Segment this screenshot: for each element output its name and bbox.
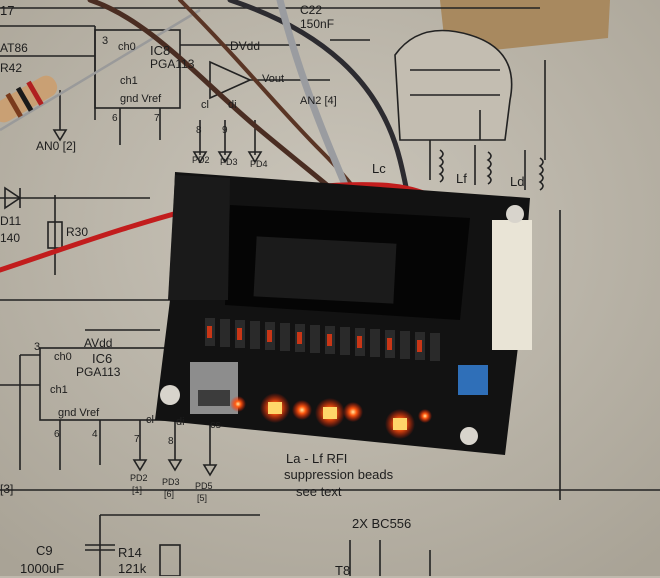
port-bot-sub-3: [5] xyxy=(197,493,208,503)
ic8-dvdd: DVdd xyxy=(230,39,261,53)
coil-lc: Lc xyxy=(372,161,386,176)
status-leds xyxy=(230,393,432,439)
white-connector xyxy=(492,220,532,350)
coil-ld: Ld xyxy=(510,174,525,189)
d11-label: D11 xyxy=(0,214,22,228)
bracket-3: [3] xyxy=(0,482,14,496)
note-line3: see text xyxy=(296,484,342,499)
note-line1: La - Lf RFI xyxy=(286,451,348,466)
ic6-cs: cs xyxy=(210,419,221,431)
transistor-label: 2X BC556 xyxy=(352,516,412,531)
ic8-pin3: 3 xyxy=(102,35,109,47)
blue-trimmer xyxy=(458,365,488,395)
ref-17: 17 xyxy=(0,3,15,18)
ic8-ch0: ch0 xyxy=(118,41,136,53)
left-connector xyxy=(168,175,230,300)
t8-label: T8 xyxy=(335,563,351,578)
ic8-cl: cl xyxy=(201,99,209,111)
pin-num-7: 8 xyxy=(168,436,174,447)
port-bot-sub-2: [6] xyxy=(164,489,175,499)
pin-num-1: 6 xyxy=(112,113,118,124)
c22-name: C22 xyxy=(300,3,323,17)
r14-name: R14 xyxy=(118,545,142,560)
ic6-pin3: 3 xyxy=(34,341,41,353)
pin-num-4: 9 xyxy=(222,125,228,136)
port-bot-1: PD2 xyxy=(130,473,148,483)
ic8-di: di xyxy=(228,99,237,111)
d11-part: 140 xyxy=(0,231,21,245)
coil-lf: Lf xyxy=(456,171,467,186)
r30-label: R30 xyxy=(66,225,89,239)
port-top-2: PD3 xyxy=(220,157,238,167)
pin-num-8: 4 xyxy=(92,429,98,440)
c9-name: C9 xyxy=(36,543,53,558)
mount-hole-br xyxy=(460,427,478,445)
an0-label: AN0 [2] xyxy=(36,139,77,153)
pin-num-6: 7 xyxy=(134,434,140,445)
ic6-gnd-vref: gnd Vref xyxy=(58,407,100,419)
ic8-vout: Vout xyxy=(262,73,285,85)
port-top-3: PD4 xyxy=(250,159,268,169)
pin-num-3: 8 xyxy=(196,125,202,136)
c22-value: 150nF xyxy=(300,17,335,31)
note-line2: suppression beads xyxy=(284,467,394,482)
an2-label: AN2 [4] xyxy=(300,95,337,107)
c9-value: 1000uF xyxy=(20,561,65,576)
resistor-component xyxy=(0,8,201,132)
diode-part: AT86 xyxy=(0,41,28,55)
microcontroller-chip xyxy=(253,236,397,304)
schematic-lines xyxy=(0,7,660,576)
ic8-gnd-vref: gnd Vref xyxy=(120,93,162,105)
pin-num-2: 7 xyxy=(154,113,160,124)
ic6-part: PGA113 xyxy=(76,365,121,379)
mount-hole-tr xyxy=(506,205,524,223)
port-bot-sub-1: [1] xyxy=(132,485,143,495)
ic6-name: IC6 xyxy=(92,351,113,366)
r42-label: R42 xyxy=(0,61,23,75)
ic6-supply: AVdd xyxy=(84,336,113,350)
port-bot-3: PD5 xyxy=(195,481,213,491)
port-top-1: PD2 xyxy=(192,155,210,165)
ic8-part: PGA113 xyxy=(150,57,195,71)
ic6-ch1: ch1 xyxy=(50,384,68,396)
pcb-board xyxy=(155,172,532,455)
ic8-ch1: ch1 xyxy=(120,75,138,87)
mount-hole-bl xyxy=(160,385,180,405)
ic6-di: di xyxy=(176,416,185,428)
port-bot-2: PD3 xyxy=(162,477,180,487)
pin-num-5: 6 xyxy=(54,429,60,440)
r14-value: 121k xyxy=(118,561,147,576)
ic6-ch0: ch0 xyxy=(54,351,72,363)
ic6-cl: cl xyxy=(146,414,154,426)
ic8-name: IC8 xyxy=(150,43,171,58)
